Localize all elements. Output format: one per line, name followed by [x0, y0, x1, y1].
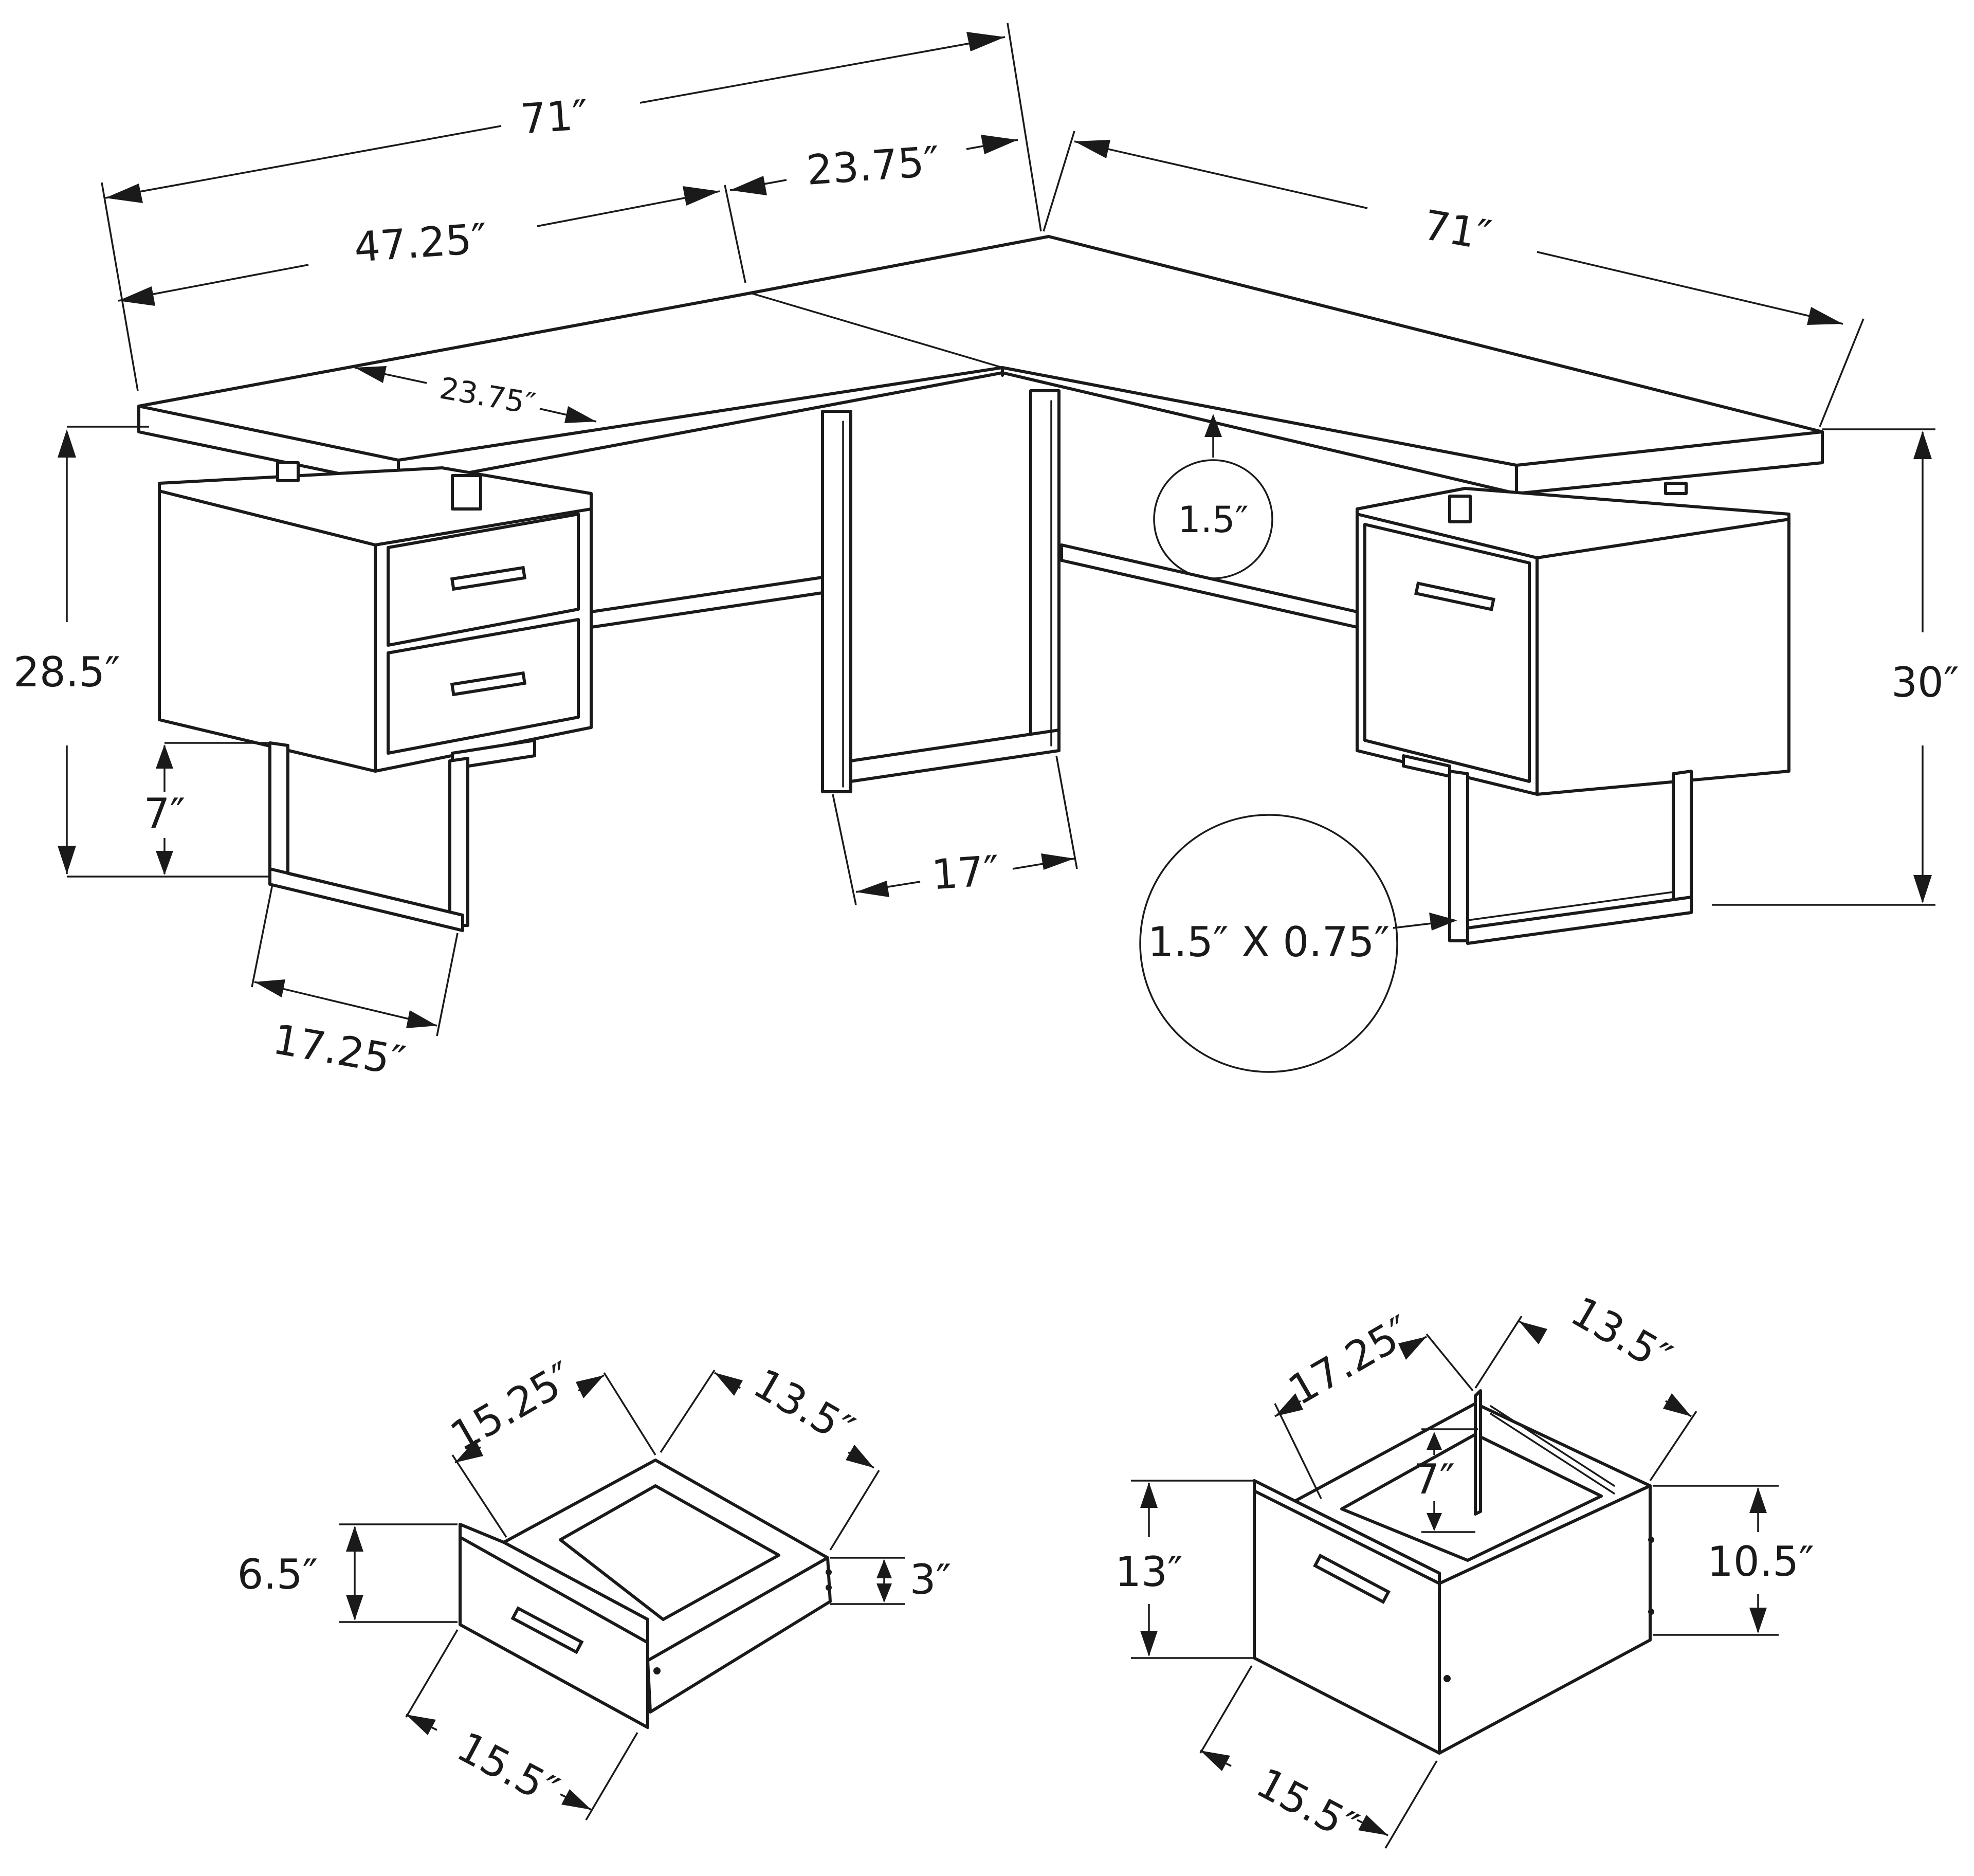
- right-leg: [1448, 770, 1693, 945]
- label-small-drawer-front-height: 6.5″: [237, 1551, 318, 1598]
- label-leg-clearance: 7″: [144, 790, 186, 837]
- file-drawer-front-handle-icon: [1313, 1553, 1391, 1604]
- file-drawer-dimension-lines: [1131, 1316, 1779, 1849]
- label-leg-profile: 1.5″ X 0.75″: [1148, 918, 1390, 966]
- label-file-drawer-front-width: 15.5″: [1249, 1759, 1365, 1851]
- right-pedestal: [1356, 482, 1790, 796]
- label-file-drawer-inner-width: 13.5″: [1563, 1287, 1679, 1382]
- file-drawer-handle-icon: [1414, 581, 1495, 611]
- label-file-drawer-side-height: 10.5″: [1707, 1538, 1814, 1586]
- label-file-drawer-depth: 17.25″: [1281, 1306, 1420, 1414]
- label-small-drawer-inner-width: 13.5″: [745, 1359, 862, 1454]
- label-leg-depth-left: 17.25″: [269, 1015, 409, 1086]
- center-leg: [821, 389, 1061, 793]
- drawer-handle-icon: [450, 566, 527, 591]
- desk-dimension-lines: [58, 23, 1935, 1073]
- label-return-width: 23.75″: [805, 137, 941, 194]
- top-thickness-callout: [1153, 459, 1273, 579]
- label-small-drawer-depth: 15.25″: [443, 1353, 582, 1461]
- file-drawer: 17.25″ 13.5″ 7″ 13″ 10.5″ 15.5″: [1115, 1287, 1814, 1851]
- drawer-handle-icon: [450, 671, 527, 697]
- label-center-leg-depth: 17″: [930, 847, 1001, 899]
- label-file-drawer-front-height: 13″: [1115, 1548, 1183, 1596]
- l-shaped-desk: 71″ 47.25″ 23.75″ 71″ 23.75″ 1.5″ 28.5″ …: [13, 23, 1959, 1085]
- desktop: [137, 235, 1824, 495]
- leg-profile-callout: [1139, 814, 1398, 1073]
- label-main-top-width: 47.25″: [353, 214, 489, 271]
- label-height-right: 30″: [1891, 659, 1959, 706]
- small-drawer-handle-icon: [510, 1606, 584, 1654]
- label-height-left: 28.5″: [13, 648, 120, 696]
- label-small-drawer-front-width: 15.5″: [449, 1723, 566, 1815]
- left-leg: [268, 741, 469, 932]
- small-drawer-dimension-lines: [339, 1370, 905, 1820]
- label-total-width-left: 71″: [519, 91, 590, 143]
- label-total-width-right: 71″: [1420, 201, 1495, 260]
- label-file-drawer-inner-height: 7″: [1414, 1455, 1455, 1503]
- small-drawer: 15.25″ 13.5″ 6.5″ 3″ 15.5″: [237, 1353, 951, 1820]
- label-small-drawer-side-height: 3″: [910, 1556, 952, 1604]
- label-top-thickness: 1.5″: [1178, 499, 1248, 541]
- modesty-panels: [590, 543, 1359, 629]
- left-pedestal: [158, 461, 593, 773]
